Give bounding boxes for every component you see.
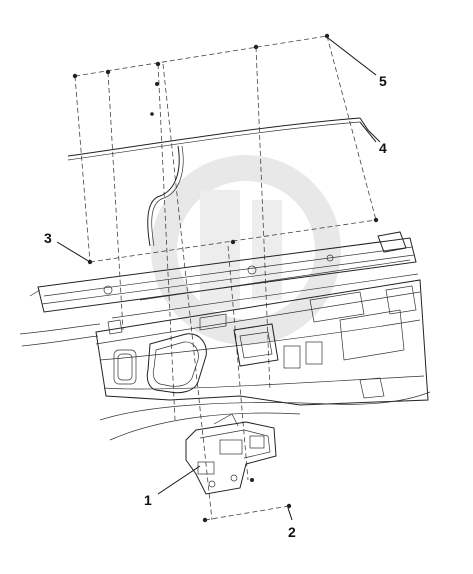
dash-panel-structure xyxy=(19,259,431,441)
callout-3: 3 xyxy=(44,230,52,246)
callout-4: 4 xyxy=(379,140,387,156)
callout-2: 2 xyxy=(288,524,296,540)
lower-bracket xyxy=(185,413,277,495)
callout-5: 5 xyxy=(379,73,387,89)
watermark-logo xyxy=(151,155,341,345)
callout-leaders xyxy=(56,37,377,521)
callout-1: 1 xyxy=(144,492,152,508)
cowl-panel xyxy=(29,231,417,313)
cable-harness xyxy=(67,117,381,247)
